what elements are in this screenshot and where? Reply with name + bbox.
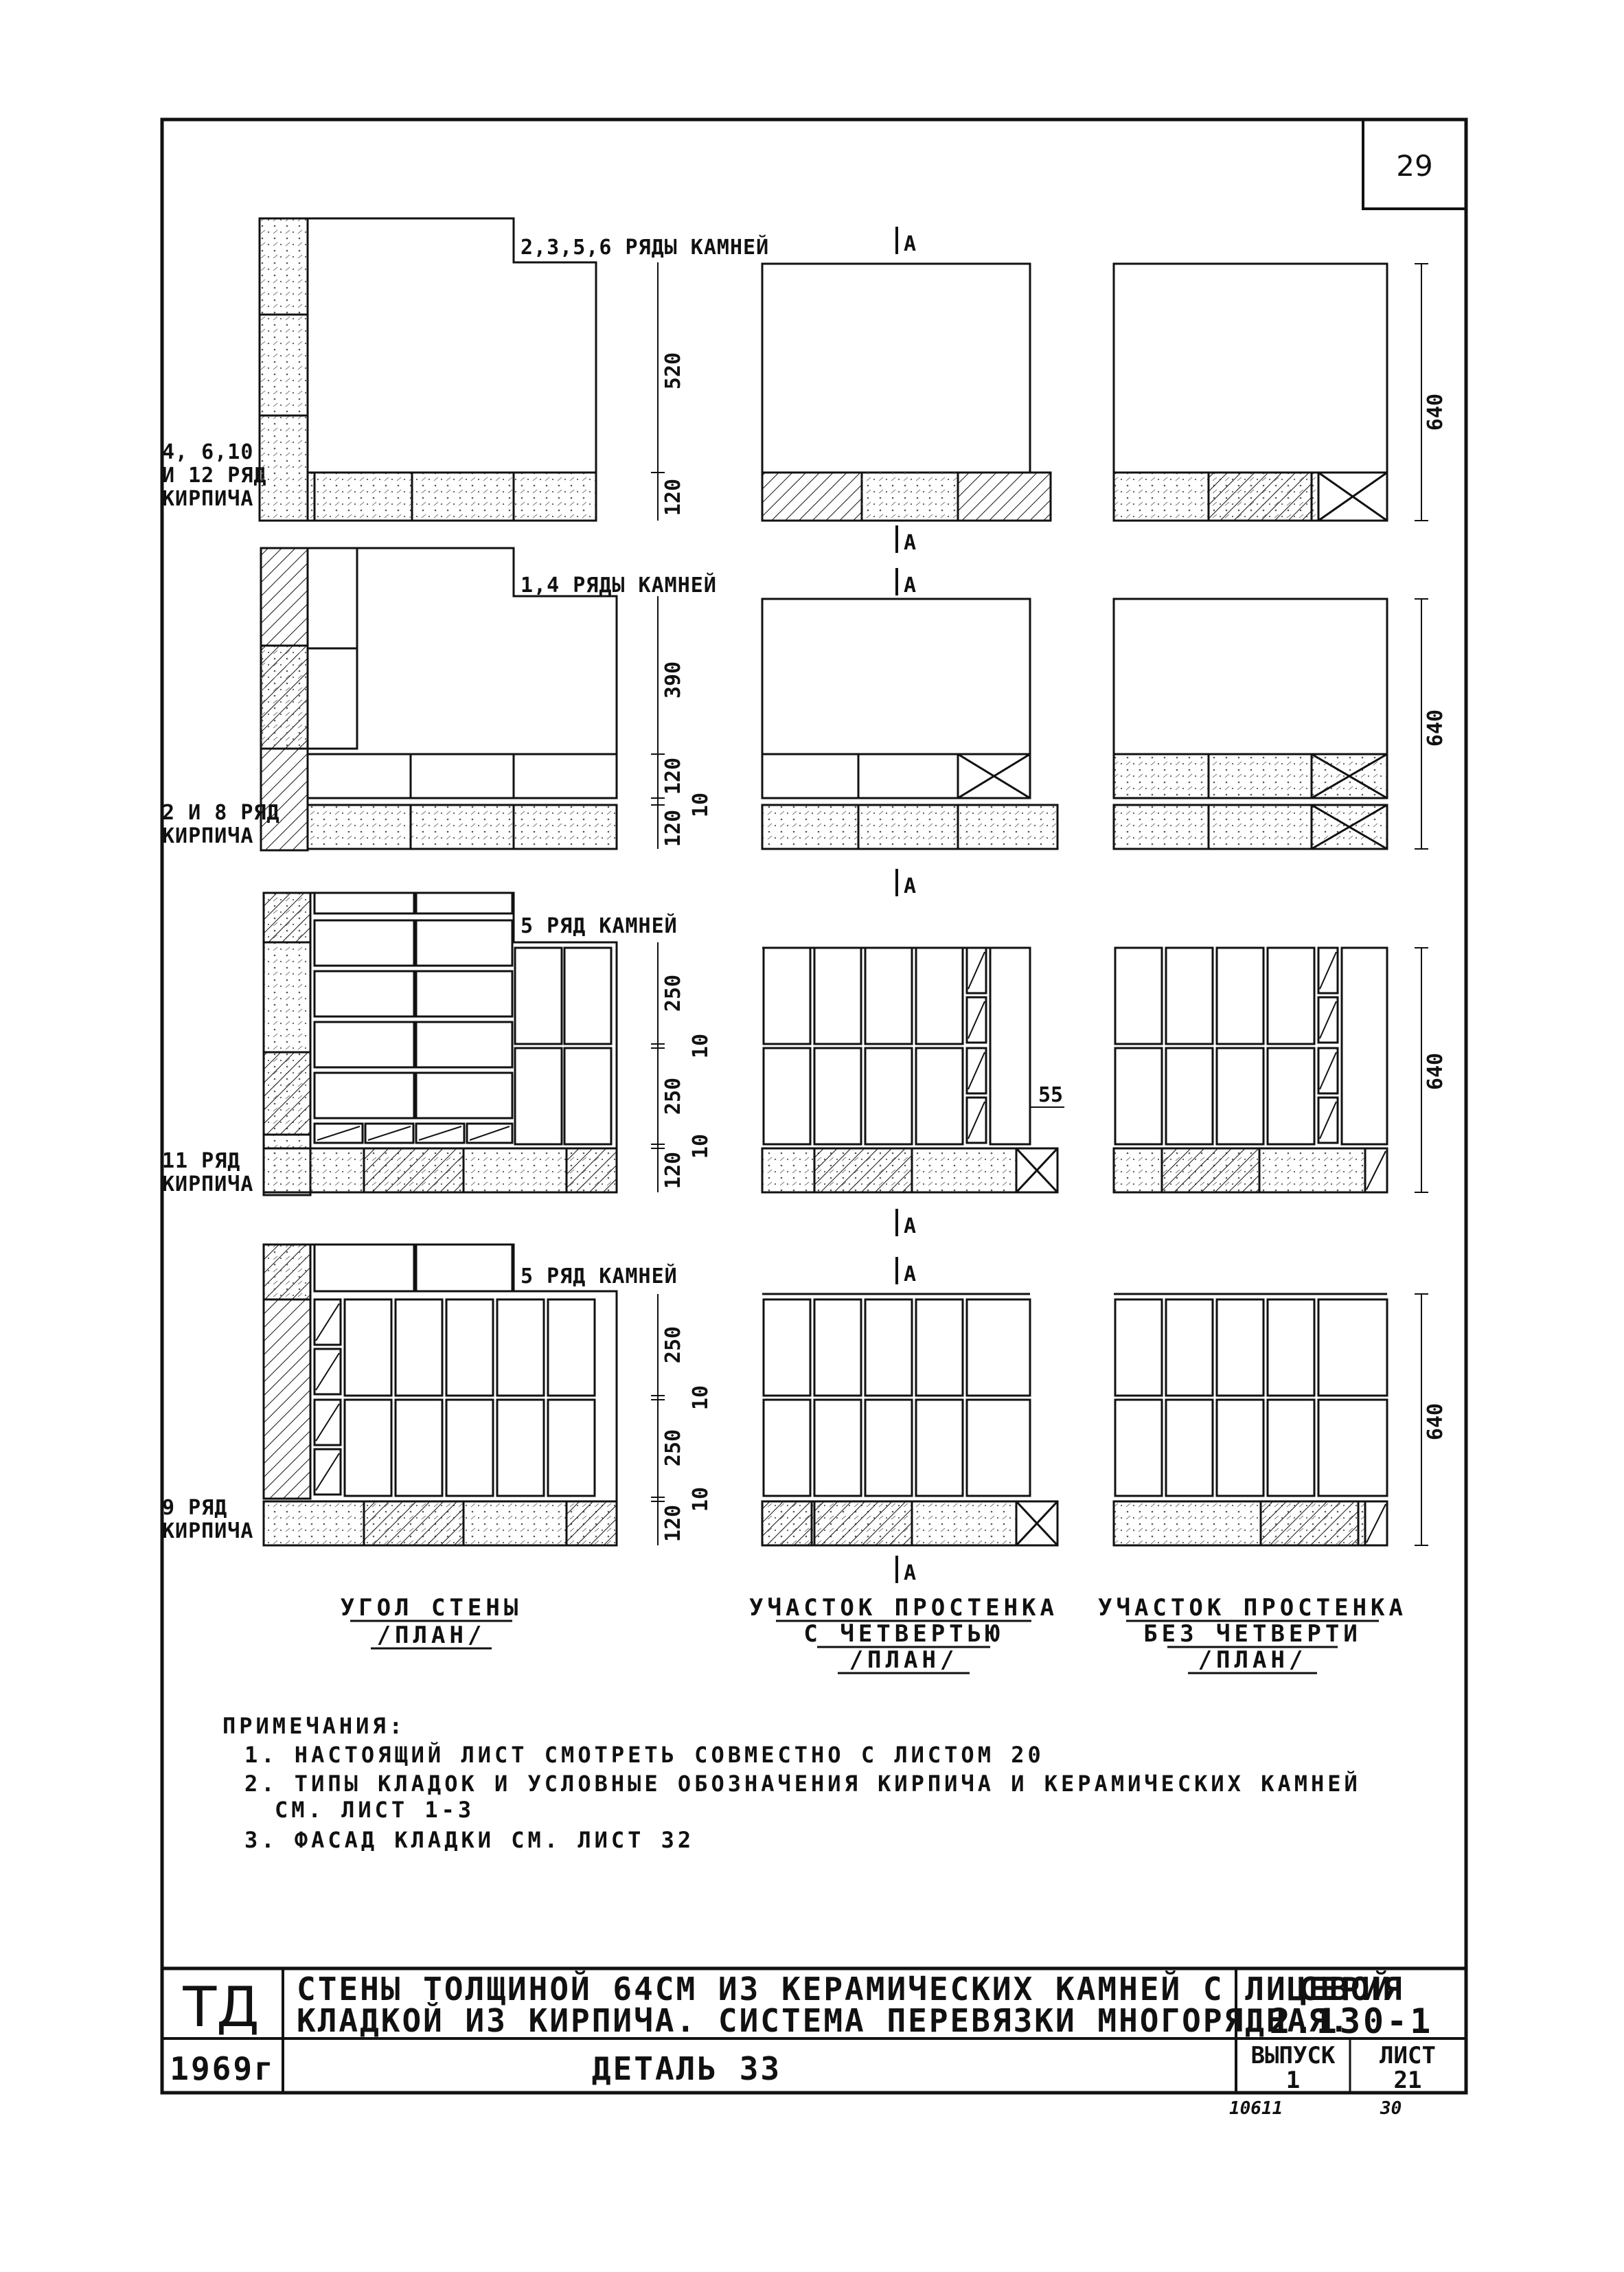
dim-250-r3b: 250 xyxy=(661,1078,685,1115)
notes-title: ПРИМЕЧАНИЯ: xyxy=(222,1713,406,1739)
brick-row-label-3a: 11 РЯД xyxy=(162,1149,240,1173)
section-mark-a-3: A xyxy=(904,573,917,598)
caption-quarter-line2: С ЧЕТВЕРТЬЮ xyxy=(803,1620,1003,1648)
footer-right-code: 30 xyxy=(1380,2098,1402,2119)
brick-row-label-4a: 9 РЯД xyxy=(162,1496,227,1520)
row-2-drawings: 390 120 10 120 640 xyxy=(260,547,1448,852)
overall-dim-640-r4: 640 xyxy=(1423,1403,1448,1440)
overall-dim-640-r2: 640 xyxy=(1423,709,1448,747)
sheet-number: 29 xyxy=(1396,149,1432,183)
dim-55: 55 xyxy=(1038,1083,1063,1107)
section-mark-a-2: A xyxy=(904,531,917,555)
row-4-drawings: 250 10 250 10 120 xyxy=(262,1243,1448,1547)
issue-label: ВЫПУСК xyxy=(1251,2042,1336,2069)
dim-120-r2b: 120 xyxy=(661,810,685,847)
note-2-cont: СМ. ЛИСТ 1-3 xyxy=(275,1797,474,1823)
dim-120-r3: 120 xyxy=(661,1152,685,1189)
dim-250-r4a: 250 xyxy=(661,1326,685,1363)
title-line-1: СТЕНЫ ТОЛЩИНОЙ 64СМ ИЗ КЕРАМИЧЕСКИХ КАМН… xyxy=(297,1970,1393,2008)
title-block: ТД СТЕНЫ ТОЛЩИНОЙ 64СМ ИЗ КЕРАМИЧЕСКИХ К… xyxy=(162,1966,1466,2119)
series-label: СЕРИЯ xyxy=(1299,1970,1404,2008)
brick-row-label-3b: КИРПИЧА xyxy=(162,1172,253,1196)
title-line-2: КЛАДКОЙ ИЗ КИРПИЧА. СИСТЕМА ПЕРЕВЯЗКИ МН… xyxy=(297,2002,1351,2039)
dim-10-r4a: 10 xyxy=(689,1385,713,1410)
dim-120-r4: 120 xyxy=(661,1505,685,1542)
stone-rows-label-3: 5 РЯД КАМНЕЙ xyxy=(521,913,678,938)
issue-value: 1 xyxy=(1286,2067,1300,2094)
sheet-value: 21 xyxy=(1394,2067,1422,2094)
stone-rows-label-4: 5 РЯД КАМНЕЙ xyxy=(521,1264,678,1288)
brick-row-label-1a: 4, 6,10 xyxy=(162,440,253,464)
series-value: 2.130-1 xyxy=(1270,2001,1434,2041)
caption-noquarter-line2: БЕЗ ЧЕТВЕРТИ xyxy=(1143,1620,1362,1648)
brick-row-label-2b: КИРПИЧА xyxy=(162,824,253,848)
detail-label: ДЕТАЛЬ 33 xyxy=(592,2050,781,2087)
caption-quarter-line1: УЧАСТОК ПРОСТЕНКА xyxy=(749,1594,1058,1622)
section-mark-a-4: A xyxy=(904,874,917,898)
dim-520: 520 xyxy=(661,352,685,389)
caption-corner-line2: /ПЛАН/ xyxy=(377,1622,486,1649)
overall-dim-640-r3: 640 xyxy=(1423,1053,1448,1090)
section-mark-a-1: A xyxy=(904,232,917,256)
dim-10-r3b: 10 xyxy=(689,1134,713,1159)
dim-250-r3a: 250 xyxy=(661,975,685,1012)
logo-td: ТД xyxy=(182,1975,259,2039)
sheet-label: ЛИСТ xyxy=(1380,2042,1436,2069)
caption-noquarter-line1: УЧАСТОК ПРОСТЕНКА xyxy=(1098,1594,1407,1622)
dim-10-r4b: 10 xyxy=(689,1487,713,1512)
sheet-frame: 29 xyxy=(160,117,1468,2095)
dim-10-r3a: 10 xyxy=(689,1034,713,1058)
brick-row-label-4b: КИРПИЧА xyxy=(162,1519,253,1543)
row-labels: 2,3,5,6 РЯДЫ КАМНЕЙ 4, 6,10 И 12 РЯД КИР… xyxy=(162,235,769,1543)
view-captions: УГОЛ СТЕНЫ /ПЛАН/ УЧАСТОК ПРОСТЕНКА С ЧЕ… xyxy=(341,1594,1407,1674)
stone-rows-label-2: 1,4 РЯДЫ КАМНЕЙ xyxy=(521,573,717,598)
row-1-drawings: 520 120 640 xyxy=(258,217,1448,522)
note-3: 3. ФАСАД КЛАДКИ СМ. ЛИСТ 32 xyxy=(244,1827,694,1853)
dim-10-r2: 10 xyxy=(689,793,713,817)
stone-rows-label-1: 2,3,5,6 РЯДЫ КАМНЕЙ xyxy=(521,235,769,260)
year: 1969г xyxy=(170,2050,275,2087)
overall-dim-640-r1: 640 xyxy=(1423,394,1448,431)
dim-250-r4b: 250 xyxy=(661,1429,685,1466)
footer-left-code: 10611 xyxy=(1229,2098,1283,2119)
dim-390: 390 xyxy=(661,661,685,698)
caption-corner-line1: УГОЛ СТЕНЫ xyxy=(341,1594,523,1622)
note-1: 1. НАСТОЯЩИЙ ЛИСТ СМОТРЕТЬ СОВМЕСТНО С Л… xyxy=(244,1742,1044,1768)
dim-120-r2a: 120 xyxy=(661,758,685,795)
brick-row-label-1c: КИРПИЧА xyxy=(162,487,253,511)
notes: ПРИМЕЧАНИЯ: 1. НАСТОЯЩИЙ ЛИСТ СМОТРЕТЬ С… xyxy=(222,1713,1361,1853)
brick-row-label-1b: И 12 РЯД xyxy=(162,464,267,488)
section-marks: A A A A A A A xyxy=(895,227,917,1585)
note-2: 2. ТИПЫ КЛАДОК И УСЛОВНЫЕ ОБОЗНАЧЕНИЯ КИ… xyxy=(244,1771,1361,1797)
row-3-drawings: 250 10 250 10 120 xyxy=(262,891,1448,1196)
section-mark-a-7: A xyxy=(904,1561,917,1585)
dim-120-r1: 120 xyxy=(661,479,685,516)
caption-noquarter-line3: /ПЛАН/ xyxy=(1198,1646,1307,1674)
section-mark-a-6: A xyxy=(904,1262,917,1286)
section-mark-a-5: A xyxy=(904,1214,917,1238)
brick-row-label-2a: 2 И 8 РЯД xyxy=(162,801,280,825)
caption-quarter-line3: /ПЛАН/ xyxy=(849,1646,959,1674)
